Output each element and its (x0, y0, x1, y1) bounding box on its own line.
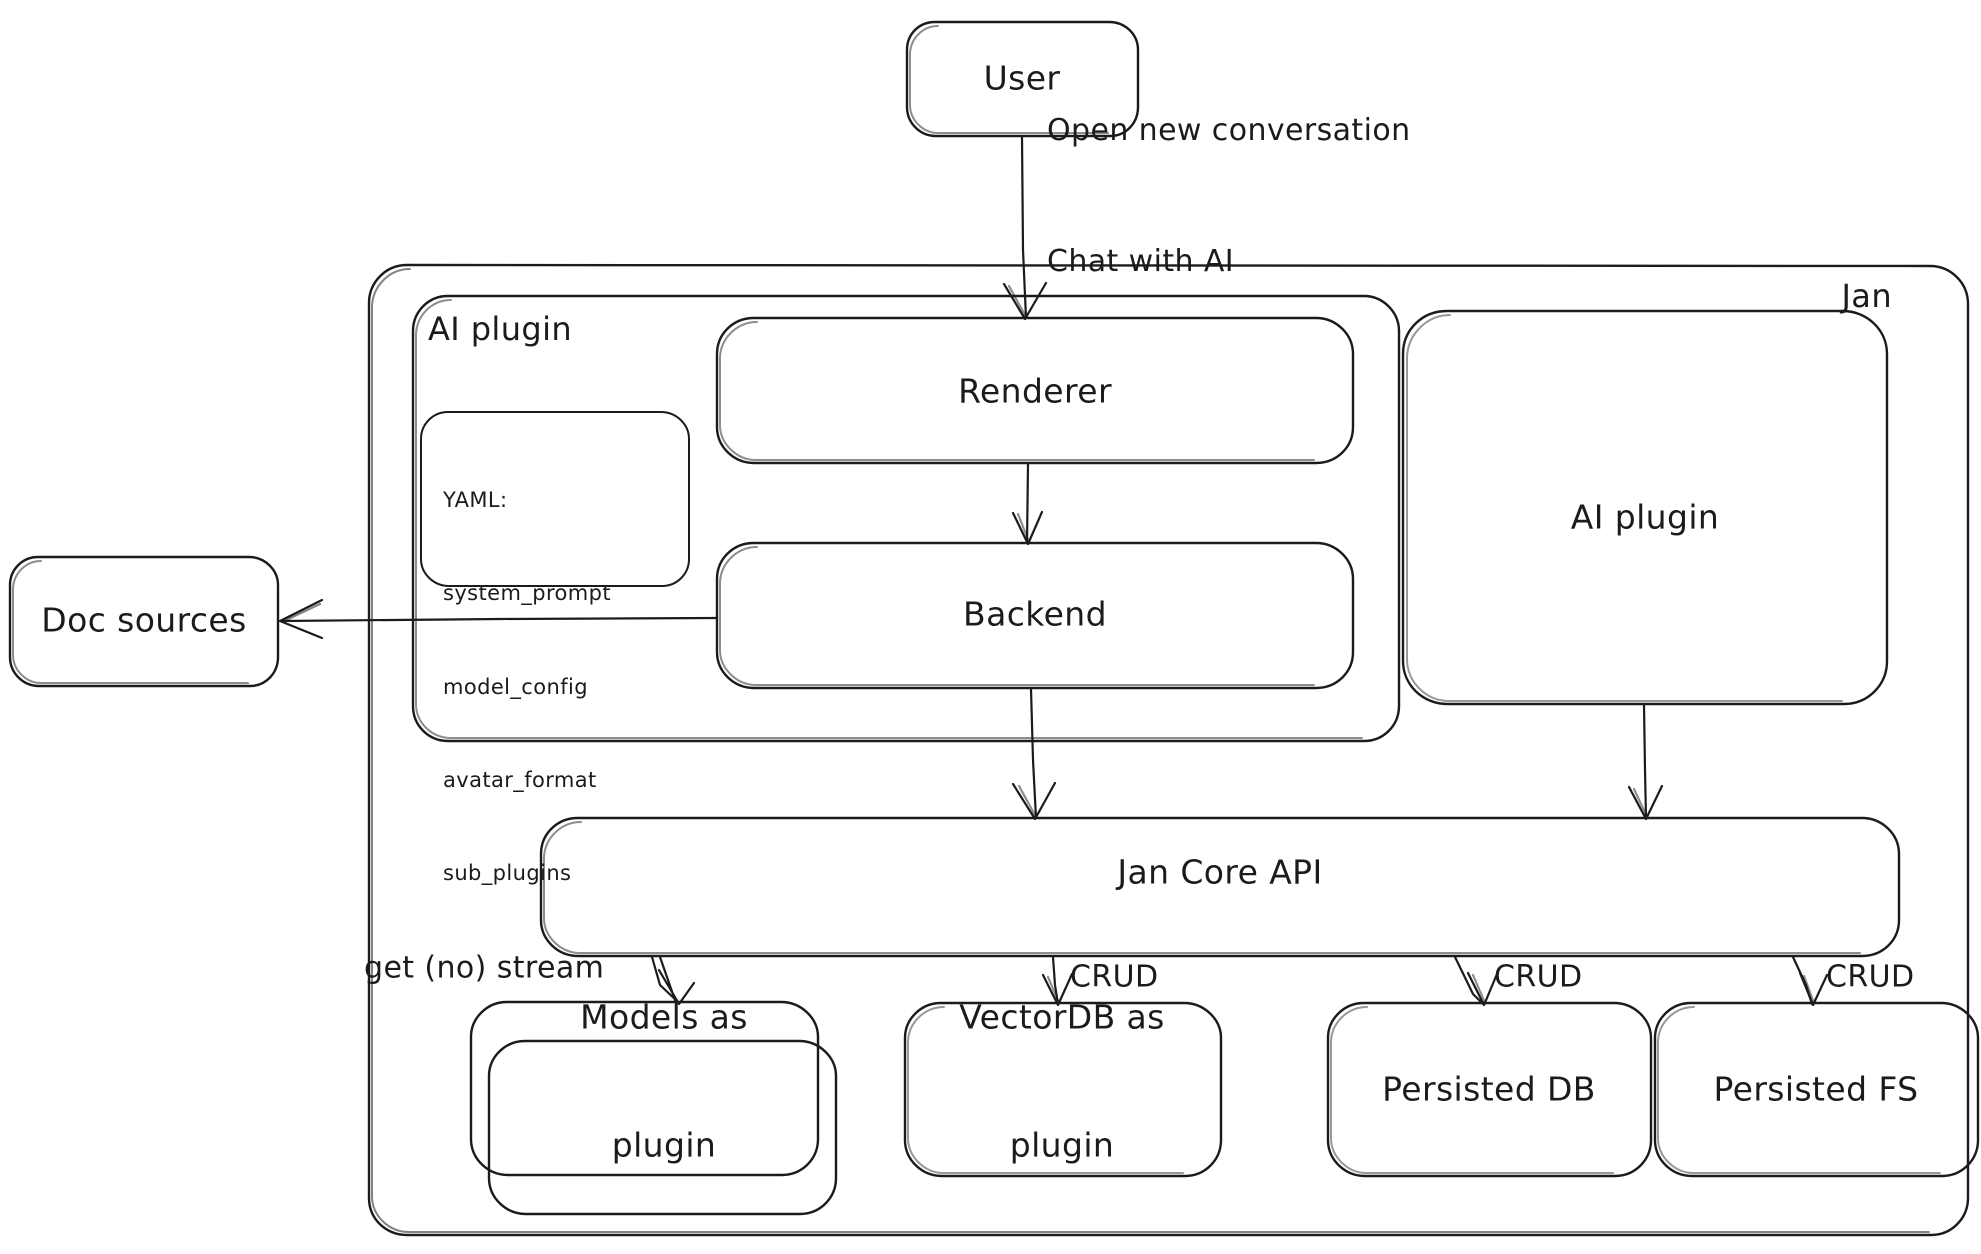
container-ai-plugin-group-shape[interactable] (411, 294, 1401, 743)
node-label-vectordb-as-plugin-line2: plugin (1009, 1125, 1115, 1165)
yaml-note-line-system-prompt: system_prompt (443, 581, 611, 606)
edge-backend-to-doc-sources[interactable] (278, 598, 719, 640)
node-label-backend: Backend (963, 594, 1107, 634)
node-persisted-db-shape[interactable] (1326, 1001, 1653, 1178)
node-label-vectordb-as-plugin: VectorDB as plugin (959, 910, 1165, 1253)
yaml-note-line-avatar-format: avatar_format (443, 767, 597, 792)
node-doc-sources-shape[interactable] (8, 555, 280, 688)
node-renderer-shape[interactable] (715, 316, 1355, 465)
node-label-renderer: Renderer (958, 371, 1112, 411)
edge-label-user-to-renderer-line2: Chat with AI (1047, 243, 1234, 279)
edge-label-core-api-to-vectordb: CRUD (1070, 959, 1159, 995)
edge-user-to-renderer[interactable] (1002, 135, 1048, 321)
node-label-user: User (983, 58, 1061, 98)
edge-core-api-to-models[interactable] (650, 955, 696, 1006)
yaml-note-text: YAML: system_prompt model_config avatar_… (443, 423, 611, 951)
edge-core-api-to-vectordb[interactable] (1041, 955, 1074, 1007)
edge-core-api-to-persisted-fs[interactable] (1791, 955, 1829, 1007)
node-vectordb-as-plugin-shape[interactable] (903, 1001, 1223, 1178)
edge-core-api-to-persisted-db[interactable] (1453, 955, 1499, 1007)
edge-backend-to-core-api[interactable] (1011, 687, 1057, 821)
node-label-jan-core-api: Jan Core API (1117, 852, 1323, 892)
node-ai-plugin-right-shape[interactable] (1401, 309, 1889, 706)
edge-label-core-api-to-models: get (no) stream (364, 950, 605, 986)
node-label-models-as-plugin-line1: Models as (580, 997, 748, 1037)
node-label-models-as-plugin-line2: plugin (611, 1125, 717, 1165)
node-label-models-as-plugin: Models as plugin (580, 910, 748, 1253)
container-label-ai-plugin-group: AI plugin (428, 310, 573, 349)
node-label-persisted-db: Persisted DB (1382, 1069, 1596, 1109)
container-jan-shape[interactable] (367, 263, 1970, 1237)
yaml-note-line-sub-plugins: sub_plugins (443, 861, 572, 886)
node-backend-shape[interactable] (715, 541, 1355, 690)
edge-renderer-to-backend[interactable] (1011, 462, 1044, 546)
node-label-doc-sources: Doc sources (41, 600, 247, 640)
container-label-jan: Jan (1841, 277, 1892, 316)
yaml-note-header: YAML: (443, 488, 508, 513)
node-yaml-note-shape[interactable] (420, 411, 690, 587)
node-label-persisted-fs: Persisted FS (1713, 1069, 1919, 1109)
edge-label-core-api-to-persisted-db: CRUD (1494, 959, 1583, 995)
yaml-note-line-model-config: model_config (443, 674, 588, 699)
edge-label-user-to-renderer-line1: Open new conversation (1047, 113, 1411, 148)
edge-ai-plugin-to-core-api[interactable] (1627, 703, 1664, 821)
edge-label-core-api-to-persisted-fs: CRUD (1826, 959, 1915, 995)
node-label-ai-plugin-right: AI plugin (1570, 497, 1720, 537)
node-models-as-plugin-shape[interactable] (469, 1000, 838, 1216)
node-user-shape[interactable] (905, 20, 1140, 138)
edge-label-user-to-renderer: Open new conversation Chat with AI (1047, 22, 1411, 370)
node-jan-core-api-shape[interactable] (539, 816, 1901, 958)
node-label-vectordb-as-plugin-line1: VectorDB as (959, 997, 1165, 1037)
node-persisted-fs-shape[interactable] (1653, 1001, 1980, 1178)
